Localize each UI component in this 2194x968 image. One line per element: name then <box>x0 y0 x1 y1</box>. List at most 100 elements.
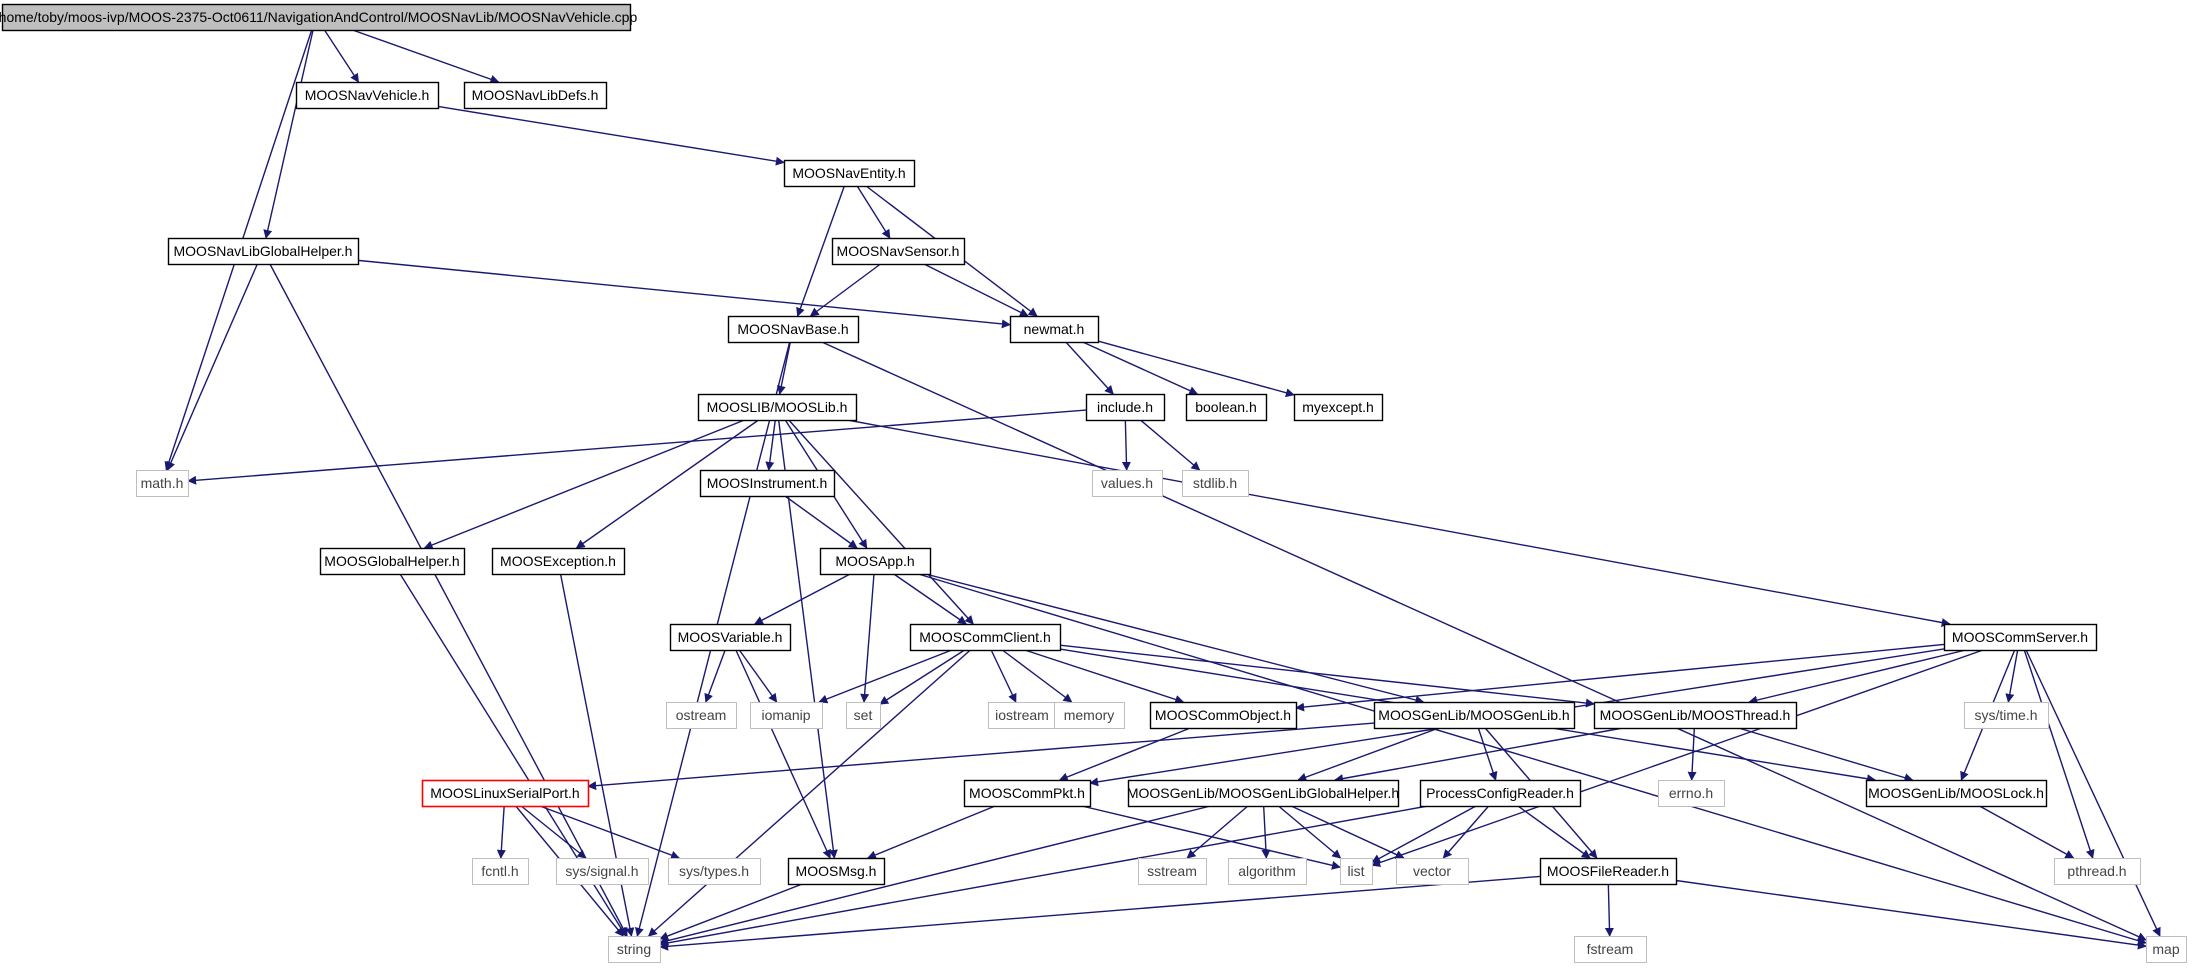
node-instrument[interactable]: MOOSInstrument.h <box>699 469 836 498</box>
node-box-errnoh <box>1658 780 1725 807</box>
node-label-string: string <box>617 941 651 957</box>
node-box-instrument <box>699 469 836 498</box>
node-label-signal: sys/signal.h <box>565 863 638 879</box>
node-booleanh[interactable]: boolean.h <box>1185 393 1268 422</box>
node-iomanip: iomanip <box>750 702 823 729</box>
node-label-stdlibh: stdlib.h <box>1193 475 1237 491</box>
edge-navvehicle-to-naventity <box>437 105 785 166</box>
node-thread[interactable]: MOOSGenLib/MOOSThread.h <box>1593 701 1798 730</box>
node-valuesh: values.h <box>1092 470 1163 497</box>
edge-globalhelper-to-string <box>399 573 627 937</box>
edge-app-to-variable <box>754 573 851 625</box>
node-label-valuesh: values.h <box>1101 475 1153 491</box>
edge-thread-to-genlibhelper <box>1334 727 1624 783</box>
node-globalhelper[interactable]: MOOSGlobalHelper.h <box>319 547 466 576</box>
edge-commserver-to-map <box>2025 649 2161 937</box>
node-label-systime: sys/time.h <box>1974 707 2037 723</box>
edge-includeh-to-mathh <box>187 409 1087 485</box>
node-navbase[interactable]: MOOSNavBase.h <box>727 315 860 344</box>
node-label-navvehicle: MOOSNavVehicle.h <box>305 87 430 103</box>
node-box-navlibdefs <box>463 81 608 110</box>
node-signal: sys/signal.h <box>556 858 649 885</box>
node-box-naventity <box>783 159 916 188</box>
edge-genlib-to-serialport <box>587 722 1375 791</box>
node-box-memory <box>1054 702 1125 729</box>
node-mooslib[interactable]: MOOSLIB/MOOSLib.h <box>697 393 858 422</box>
edge-commserver-to-thread <box>1748 649 1966 705</box>
node-label-iostream: iostream <box>995 707 1049 723</box>
edge-root-to-navvehicle <box>323 29 360 83</box>
node-box-msg <box>787 857 886 886</box>
node-lockh[interactable]: MOOSGenLib/MOOSLock.h <box>1865 779 2048 808</box>
node-box-pthread <box>2054 858 2141 885</box>
node-exception[interactable]: MOOSException.h <box>491 547 626 576</box>
node-box-set <box>846 702 881 729</box>
node-commclient[interactable]: MOOSCommClient.h <box>909 623 1062 652</box>
edge-newmat-to-includeh <box>1065 341 1114 395</box>
node-app[interactable]: MOOSApp.h <box>819 547 932 576</box>
node-root[interactable]: /home/toby/moos-ivp/MOOS-2375-Oct0611/Na… <box>0 3 637 32</box>
node-includeh[interactable]: include.h <box>1085 393 1166 422</box>
node-navvehicle[interactable]: MOOSNavVehicle.h <box>295 81 440 110</box>
node-commobject[interactable]: MOOSCommObject.h <box>1149 701 1298 730</box>
node-navlibhelper[interactable]: MOOSNavLibGlobalHelper.h <box>167 237 360 266</box>
edge-mooslib-to-globalhelper <box>423 419 745 550</box>
node-newmat[interactable]: newmat.h <box>1009 315 1100 344</box>
node-filereader[interactable]: MOOSFileReader.h <box>1539 857 1678 886</box>
node-variable[interactable]: MOOSVariable.h <box>669 623 792 652</box>
node-fstream: fstream <box>1574 936 1647 963</box>
edge-commserver-to-commobject <box>1295 643 1945 712</box>
node-msg[interactable]: MOOSMsg.h <box>787 857 886 886</box>
node-box-root <box>1 3 632 32</box>
node-commpkt[interactable]: MOOSCommPkt.h <box>963 779 1092 808</box>
node-label-instrument: MOOSInstrument.h <box>707 475 828 491</box>
node-box-string <box>608 936 661 963</box>
node-label-ostream: ostream <box>676 707 727 723</box>
node-myexcept[interactable]: myexcept.h <box>1293 393 1384 422</box>
node-algorithm: algorithm <box>1228 858 1307 885</box>
node-processconfig[interactable]: ProcessConfigReader.h <box>1419 779 1582 808</box>
edge-thread-to-lockh <box>1738 727 1914 782</box>
node-box-sstream <box>1138 858 1207 885</box>
edge-genlibhelper-to-sstream <box>1186 805 1249 859</box>
edge-filereader-to-string <box>659 875 1541 951</box>
edge-app-to-set <box>860 573 875 703</box>
node-navsensor[interactable]: MOOSNavSensor.h <box>831 237 966 266</box>
edge-commserver-to-systime <box>2005 649 2019 703</box>
edge-lockh-to-pthread <box>1979 805 2075 859</box>
node-set: set <box>846 702 881 729</box>
node-label-types: sys/types.h <box>679 863 749 879</box>
node-navlibdefs[interactable]: MOOSNavLibDefs.h <box>463 81 608 110</box>
node-box-commpkt <box>963 779 1092 808</box>
node-genlibhelper[interactable]: MOOSGenLib/MOOSGenLibGlobalHelper.h <box>1127 779 1400 808</box>
node-box-fstream <box>1574 936 1647 963</box>
node-box-serialport <box>421 779 590 808</box>
edge-app-to-commclient <box>893 573 967 625</box>
node-box-myexcept <box>1293 393 1384 422</box>
node-systime: sys/time.h <box>1964 702 2049 729</box>
node-box-map <box>2146 936 2187 963</box>
node-box-vector <box>1396 858 1469 885</box>
node-label-iomanip: iomanip <box>761 707 810 723</box>
edge-navbase-to-mooslib <box>776 341 792 395</box>
node-label-lockh: MOOSGenLib/MOOSLock.h <box>1868 785 2044 801</box>
node-box-variable <box>669 623 792 652</box>
node-mathh: math.h <box>136 470 189 497</box>
node-genlib[interactable]: MOOSGenLib/MOOSGenLib.h <box>1373 701 1576 730</box>
node-commserver[interactable]: MOOSCommServer.h <box>1943 623 2098 652</box>
node-label-navsensor: MOOSNavSensor.h <box>837 243 960 259</box>
node-box-navvehicle <box>295 81 440 110</box>
node-errnoh: errno.h <box>1658 780 1725 807</box>
edge-processconfig-to-list <box>1371 805 1477 863</box>
node-label-newmat: newmat.h <box>1024 321 1085 337</box>
node-label-list: list <box>1347 863 1364 879</box>
node-naventity[interactable]: MOOSNavEntity.h <box>783 159 916 188</box>
edge-msg-to-string <box>659 883 803 941</box>
node-serialport[interactable]: MOOSLinuxSerialPort.h <box>421 779 590 808</box>
edge-mooslib-to-commserver <box>847 419 1951 627</box>
node-box-mooslib <box>697 393 858 422</box>
edge-instrument-to-app <box>784 495 858 549</box>
node-label-root: /home/toby/moos-ivp/MOOS-2375-Oct0611/Na… <box>0 9 637 25</box>
edge-filereader-to-map <box>1675 879 2147 950</box>
